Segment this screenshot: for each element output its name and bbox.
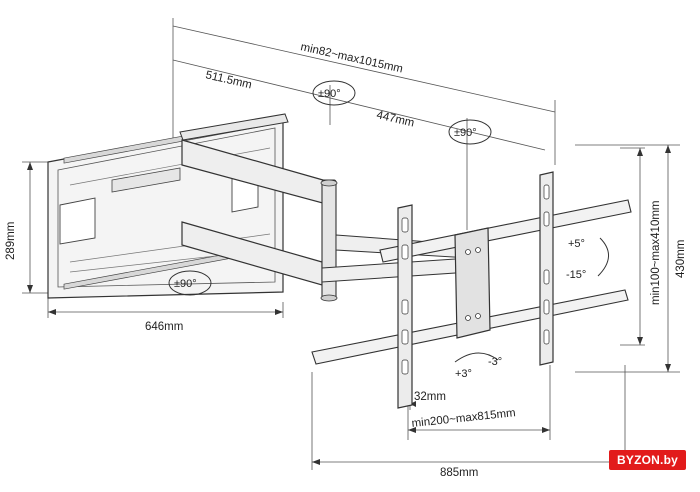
label-plate-height: 289mm bbox=[5, 222, 17, 260]
label-overall-width: 885mm bbox=[440, 467, 478, 479]
angle-tilt-up: +5° bbox=[568, 238, 585, 250]
label-arm-first: 511.5mm bbox=[204, 69, 253, 91]
angle-swivel-top: ±90° bbox=[318, 88, 341, 100]
rotation-arcs bbox=[168, 80, 609, 363]
watermark-badge: BYZON.by bbox=[609, 450, 686, 470]
angle-level-plus: +3° bbox=[455, 368, 472, 380]
dimension-lines bbox=[22, 18, 680, 470]
label-arm-second: 447mm bbox=[375, 109, 415, 129]
angle-labels: ±90° ±90° ±90° +5° -15° +3° -3° bbox=[174, 88, 586, 380]
angle-swivel-mid: ±90° bbox=[454, 127, 477, 139]
tv-bracket bbox=[311, 171, 632, 409]
label-vesa-vertical: min100~max410mm bbox=[650, 200, 662, 305]
label-plate-width: 646mm bbox=[145, 321, 183, 333]
label-overall-height: 430mm bbox=[675, 240, 687, 278]
label-bracket-width: 32mm bbox=[414, 391, 446, 403]
angle-tilt-down: -15° bbox=[566, 269, 586, 281]
angle-swivel-bottom: ±90° bbox=[174, 278, 197, 290]
label-vesa-horizontal: min200~max815mm bbox=[411, 407, 516, 430]
angle-level-minus: -3° bbox=[488, 356, 502, 368]
wall-plate bbox=[47, 113, 289, 299]
